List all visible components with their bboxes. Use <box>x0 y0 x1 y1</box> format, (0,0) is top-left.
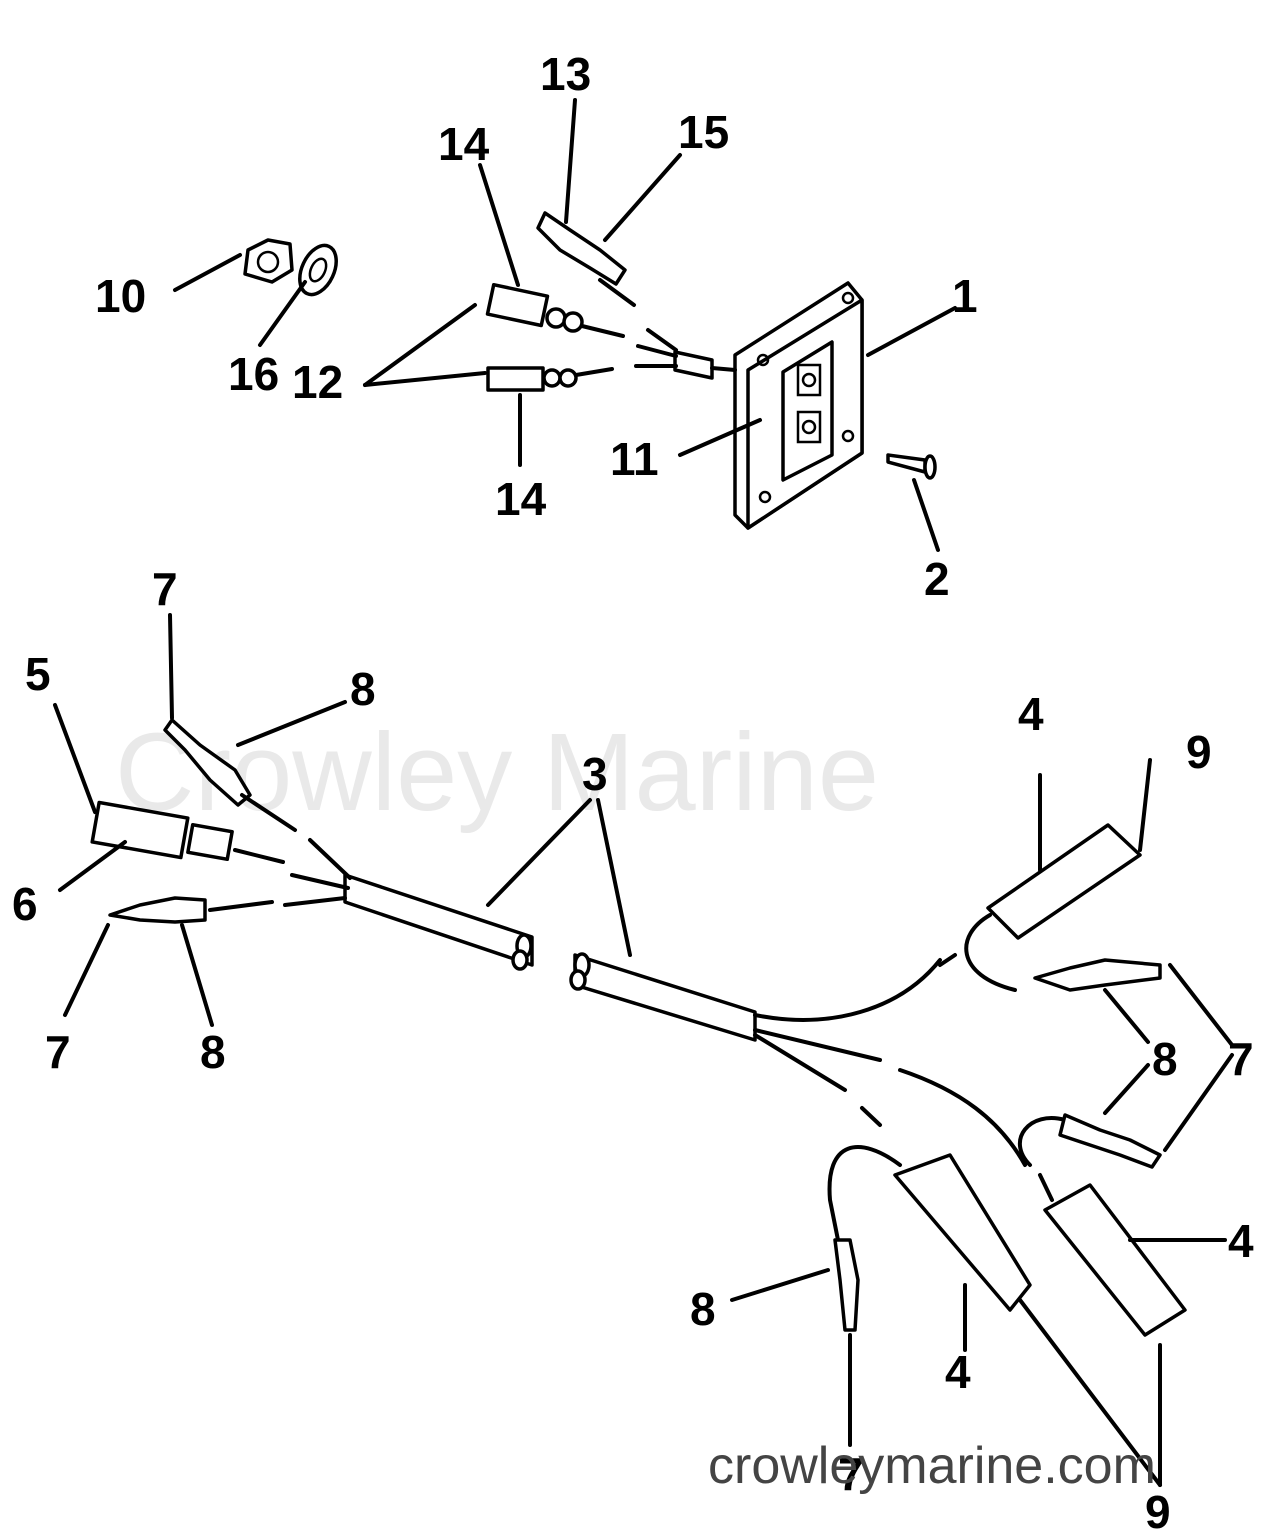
callout-4-right: 4 <box>1228 1215 1254 1267</box>
callout-10: 10 <box>95 270 146 322</box>
bullet-connector-right-upper <box>1033 958 1162 992</box>
callout-4-bottom: 4 <box>945 1346 971 1398</box>
hex-nut <box>243 238 294 284</box>
leader-lines <box>53 98 1234 1487</box>
switch-panel-plate <box>733 281 864 530</box>
callout-7-right: 7 <box>1228 1033 1254 1085</box>
footer-website-text: crowleymarine.com <box>708 1437 1156 1495</box>
callout-5: 5 <box>25 648 51 700</box>
switch-leads <box>634 328 737 380</box>
callout-7-bottom-left: 7 <box>45 1026 71 1078</box>
callout-9-bottom: 9 <box>1145 1486 1171 1534</box>
callout-4-top: 4 <box>1018 688 1044 740</box>
callout-7-bottom: 7 <box>838 1448 864 1500</box>
bullet-connector-bottom <box>833 1238 860 1332</box>
harness-cable-right <box>569 952 1027 1167</box>
harness-cable-left <box>283 838 534 971</box>
resistor-upper-right <box>938 823 1142 992</box>
callout-13: 13 <box>540 48 591 100</box>
callout-2: 2 <box>924 553 950 605</box>
callout-8-bottom: 8 <box>690 1283 716 1335</box>
callout-8-top-left: 8 <box>350 663 376 715</box>
bullet-connector-right-lower <box>1017 1113 1162 1169</box>
sleeve-connector-lower <box>486 366 614 392</box>
callout-8-bottom-left: 8 <box>200 1026 226 1078</box>
callout-9-top: 9 <box>1186 726 1212 778</box>
callout-6: 6 <box>12 878 38 930</box>
callout-labels: 1 2 3 4 4 4 5 6 7 7 7 7 8 8 8 8 9 9 10 1… <box>12 48 1254 1534</box>
resistor-lower-middle <box>827 1106 1032 1312</box>
bullet-connector-top-left <box>163 718 297 832</box>
callout-15: 15 <box>678 106 729 158</box>
screw <box>886 453 937 480</box>
callout-1: 1 <box>952 270 978 322</box>
watermark: Crowley Marine <box>115 711 879 834</box>
resistor-lower-right <box>1038 1173 1187 1337</box>
washer <box>298 243 338 297</box>
sleeve-connector-upper <box>485 282 625 338</box>
bullet-connector-upper <box>536 211 636 307</box>
callout-14-top: 14 <box>438 118 490 170</box>
bullet-connector-bottom-left <box>108 896 274 924</box>
callout-8-right: 8 <box>1152 1033 1178 1085</box>
callout-14-bottom: 14 <box>495 473 547 525</box>
callout-11: 11 <box>610 433 659 485</box>
callout-7-top-left: 7 <box>152 563 178 615</box>
callout-3: 3 <box>582 748 608 800</box>
callout-12: 12 <box>292 356 343 408</box>
sleeve-connector-left <box>90 800 285 864</box>
callout-16: 16 <box>228 348 279 400</box>
